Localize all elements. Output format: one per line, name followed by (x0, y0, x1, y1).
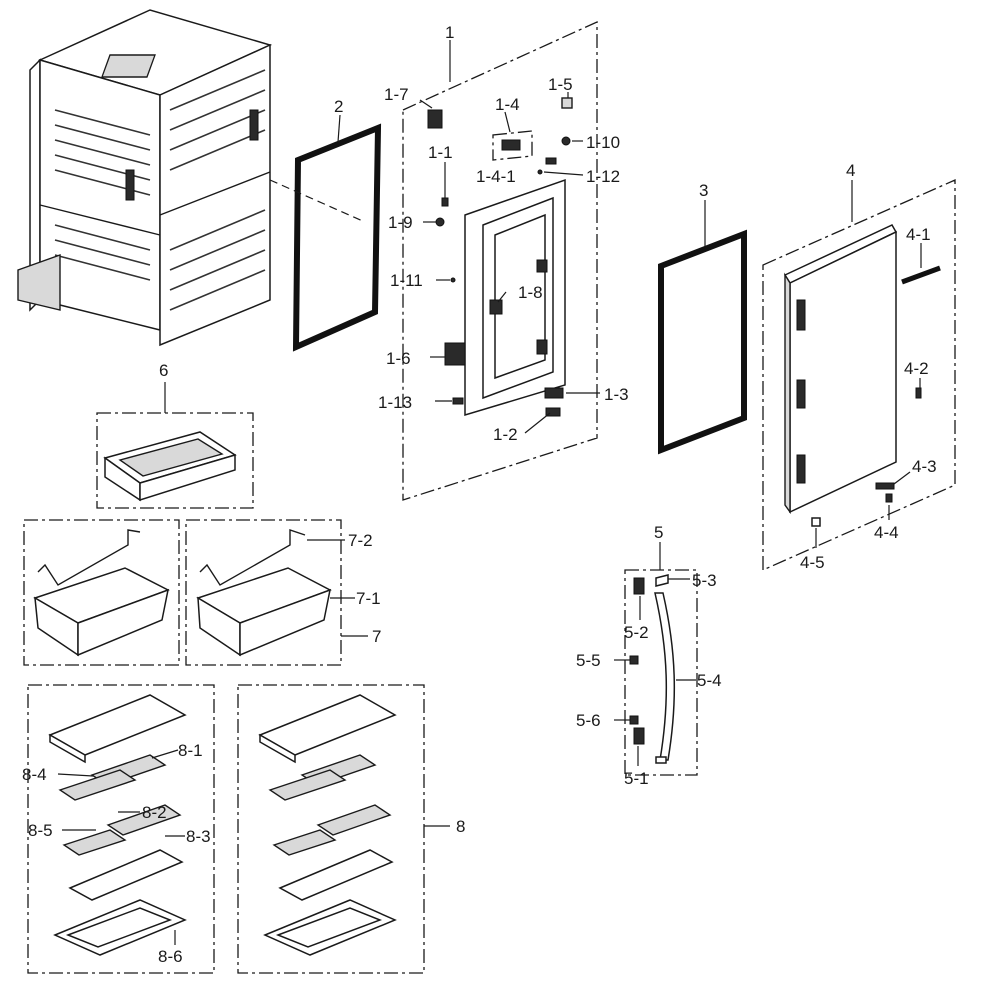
part-4-door (762, 179, 956, 571)
callout-8-6: 8-6 (158, 947, 183, 966)
callout-1-12: 1-12 (586, 167, 620, 186)
part-8-crisper-assemblies (27, 684, 450, 974)
callout-5-4: 5-4 (697, 671, 722, 690)
callout-7: 7 (372, 627, 381, 646)
callout-3: 3 (699, 181, 708, 200)
callout-5-3: 5-3 (692, 571, 717, 590)
callout-1-8: 1-8 (518, 283, 543, 302)
part-5-handle (614, 542, 698, 776)
callout-2: 2 (334, 97, 343, 116)
callout-8: 8 (456, 817, 465, 836)
callout-1-13: 1-13 (378, 393, 412, 412)
callout-8-2: 8-2 (142, 803, 167, 822)
callout-8-4: 8-4 (22, 765, 47, 784)
callout-1-1: 1-1 (428, 143, 453, 162)
callout-4-5: 4-5 (800, 553, 825, 572)
callout-1-7: 1-7 (384, 85, 409, 104)
callout-5: 5 (654, 523, 663, 542)
callout-5-1: 5-1 (624, 769, 649, 788)
callout-1-6: 1-6 (386, 349, 411, 368)
callout-7-1: 7-1 (356, 589, 381, 608)
part-7-baskets (23, 519, 368, 666)
callout-5-2: 5-2 (624, 623, 649, 642)
callout-4-1: 4-1 (906, 225, 931, 244)
callout-8-5: 8-5 (28, 821, 53, 840)
callout-1-4: 1-4 (495, 95, 520, 114)
callout-4-3: 4-3 (912, 457, 937, 476)
part-6-tray (96, 382, 254, 509)
part-3-door-gasket (658, 200, 747, 455)
callout-7-2: 7-2 (348, 531, 373, 550)
callout-4: 4 (846, 161, 855, 180)
callout-1-9: 1-9 (388, 213, 413, 232)
callout-1-3: 1-3 (604, 385, 629, 404)
callout-8-1: 8-1 (178, 741, 203, 760)
part-2-door-gasket (269, 114, 382, 352)
callout-4-4: 4-4 (874, 523, 899, 542)
callout-1-11: 1-11 (390, 271, 423, 290)
callout-8-3: 8-3 (186, 827, 211, 846)
callout-5-5: 5-5 (576, 651, 601, 670)
callout-labels: 1 1-1 1-2 1-3 1-4 1-4-1 1-5 1-6 1-7 1-8 … (22, 23, 937, 966)
refrigerator-cabinet (17, 9, 273, 347)
callout-1-4-1: 1-4-1 (476, 167, 516, 186)
callout-6: 6 (159, 361, 168, 380)
callout-4-2: 4-2 (904, 359, 929, 378)
callout-1: 1 (445, 23, 454, 42)
callout-5-6: 5-6 (576, 711, 601, 730)
callout-1-5: 1-5 (548, 75, 573, 94)
callout-1-2: 1-2 (493, 425, 518, 444)
callout-1-10: 1-10 (586, 133, 620, 152)
part-1-group (402, 20, 600, 501)
